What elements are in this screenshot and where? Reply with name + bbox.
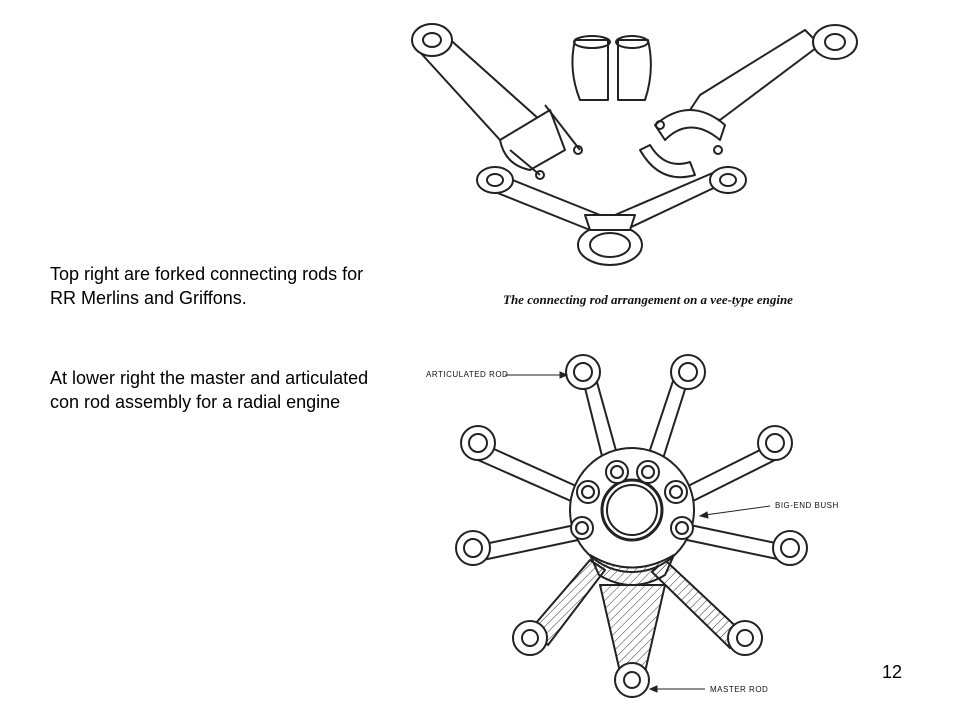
rr-forked-rods-text: Top right are forked connecting rods for… [50, 262, 430, 310]
text-line: At lower right the master and articulate… [50, 368, 369, 388]
page-number: 12 [882, 662, 903, 682]
text-line: Top right are forked connecting rods for [50, 264, 364, 284]
articulated-rod-label: ARTICULATED ROD [426, 370, 509, 379]
master-rod-label: MASTER ROD [710, 685, 769, 694]
master-rod [599, 584, 666, 698]
vee-figure-caption: The connecting rod arrangement on a vee-… [503, 292, 793, 307]
articulated-rods [455, 354, 808, 656]
bearing-shells [571, 35, 652, 101]
bottom-assembled-rods [476, 166, 747, 266]
leader-arrows [505, 371, 771, 693]
left-forked-rod [411, 23, 583, 180]
text-line: con rod assembly for a radial engine [50, 392, 341, 412]
vee-connecting-rods-figure [411, 23, 858, 266]
big-end-bush-label: BIG-END BUSH [775, 501, 839, 510]
knuckle-pin-holes [570, 460, 694, 540]
master-rod-big-end [569, 447, 695, 586]
right-rod [639, 24, 858, 179]
radial-rod-assembly-figure [455, 354, 808, 698]
radial-assembly-text: At lower right the master and articulate… [50, 366, 430, 414]
text-line: RR Merlins and Griffons. [50, 288, 247, 308]
